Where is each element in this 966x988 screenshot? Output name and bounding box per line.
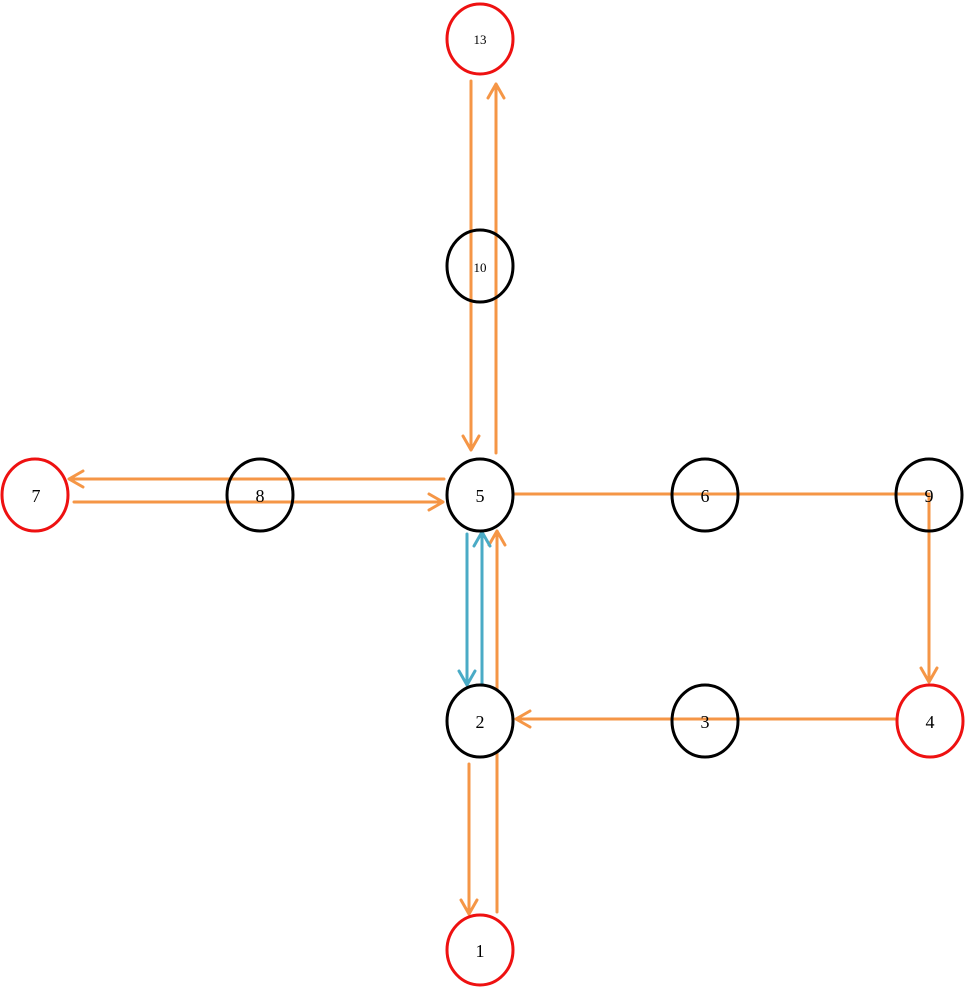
node-label-6: 6	[701, 486, 710, 506]
node-10: 10	[445, 228, 515, 304]
edge-7-to-5	[72, 492, 445, 512]
node-5: 5	[445, 457, 515, 533]
node-label-5: 5	[476, 486, 485, 506]
node-label-13: 13	[474, 32, 487, 47]
node-label-8: 8	[256, 486, 265, 506]
node-label-4: 4	[926, 712, 935, 732]
node-1: 1	[445, 913, 515, 987]
edge-4-to-2	[514, 709, 897, 729]
node-9: 9	[894, 457, 964, 533]
node-6: 6	[670, 457, 740, 533]
node-label-9: 9	[925, 486, 934, 506]
edge-5-to-2	[457, 532, 477, 687]
node-7: 7	[0, 457, 70, 533]
node-label-7: 7	[32, 486, 41, 506]
node-13: 13	[445, 2, 515, 76]
node-8: 8	[225, 457, 295, 533]
node-3: 3	[670, 683, 740, 759]
node-label-2: 2	[476, 712, 485, 732]
edge-9-to-4	[919, 492, 939, 684]
edge-5-to-13	[486, 82, 506, 455]
edges	[67, 79, 939, 916]
node-label-10: 10	[474, 260, 487, 275]
edge-2-to-1	[459, 762, 479, 916]
node-2: 2	[445, 683, 515, 759]
node-label-1: 1	[476, 941, 485, 961]
node-4: 4	[895, 683, 965, 759]
node-label-3: 3	[701, 712, 710, 732]
edge-5-to-7	[67, 469, 446, 489]
edge-13-to-5	[461, 79, 481, 452]
